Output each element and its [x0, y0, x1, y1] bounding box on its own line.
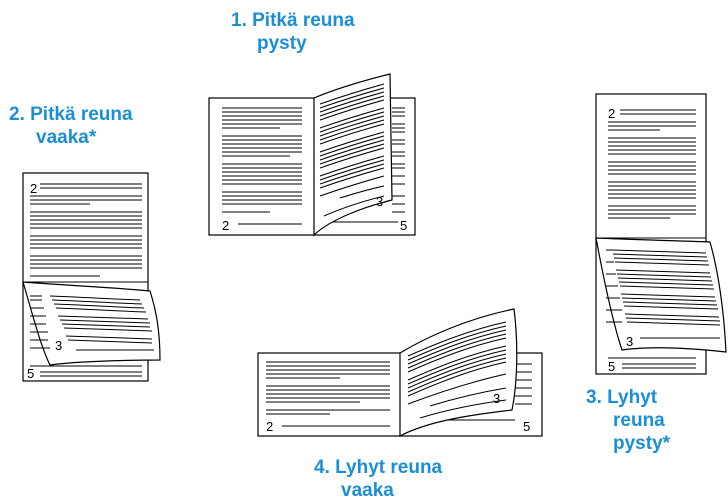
label-short-edge-portrait-line3: pysty*: [613, 433, 671, 454]
turning-page-text-lines: [611, 249, 721, 339]
bottom-page-text-lines: [30, 365, 142, 377]
page-number-2: 2: [266, 419, 273, 434]
page-number-2: 2: [30, 181, 37, 196]
page-number-5: 5: [400, 218, 407, 233]
page-number-2: 2: [222, 218, 229, 233]
page-number-2: 2: [608, 106, 615, 121]
turning-page-text-lines: [49, 295, 154, 351]
book-short-edge-landscape: 2 5 3: [257, 308, 543, 437]
turning-page: [399, 308, 518, 437]
page-number-5: 5: [27, 366, 34, 381]
book-long-edge-landscape: 2 5: [22, 172, 161, 382]
label-short-edge-portrait-line1: 3. Lyhyt: [586, 387, 658, 408]
label-short-edge-portrait-line2: reuna: [613, 410, 665, 431]
turning-page-text-lines: [407, 321, 507, 419]
label-long-edge-landscape-line1: 2. Pitkä reuna: [9, 104, 133, 125]
left-page-text-lines: [222, 107, 302, 225]
page-number-3: 3: [376, 194, 383, 209]
bottom-page-text-lines: [608, 357, 696, 369]
label-short-edge-landscape-line2: vaaka: [341, 480, 394, 501]
top-page-text-lines: [608, 109, 696, 219]
behind-page-text-lines: [30, 295, 50, 349]
left-page-text-lines: [266, 361, 390, 427]
page-number-3: 3: [55, 338, 62, 353]
label-short-edge-landscape: 4. Lyhyt reuna vaaka: [314, 456, 442, 502]
label-long-edge-portrait: 1. Pitkä reuna pysty: [231, 9, 355, 55]
page-number-3: 3: [493, 391, 500, 406]
label-short-edge-landscape-line1: 4. Lyhyt reuna: [314, 457, 443, 478]
label-long-edge-portrait-line2: pysty: [257, 33, 307, 54]
top-page-text-lines: [30, 183, 142, 277]
book-long-edge-portrait: 2 5 3: [208, 73, 416, 237]
book-short-edge-portrait: 2 5: [595, 93, 727, 375]
turning-page-text-lines: [319, 83, 385, 217]
page-number-3: 3: [626, 334, 633, 349]
label-long-edge-landscape-line2: vaaka*: [36, 127, 97, 148]
label-long-edge-landscape: 2. Pitkä reuna vaaka*: [9, 103, 133, 149]
turning-page: [313, 73, 393, 237]
page-number-5: 5: [523, 419, 530, 434]
label-short-edge-portrait: 3. Lyhyt reuna pysty*: [586, 386, 670, 455]
page-number-5: 5: [608, 359, 615, 374]
turning-page: [22, 281, 161, 366]
behind-page-text-lines: [606, 249, 622, 323]
label-long-edge-portrait-line1: 1. Pitkä reuna: [231, 10, 355, 31]
